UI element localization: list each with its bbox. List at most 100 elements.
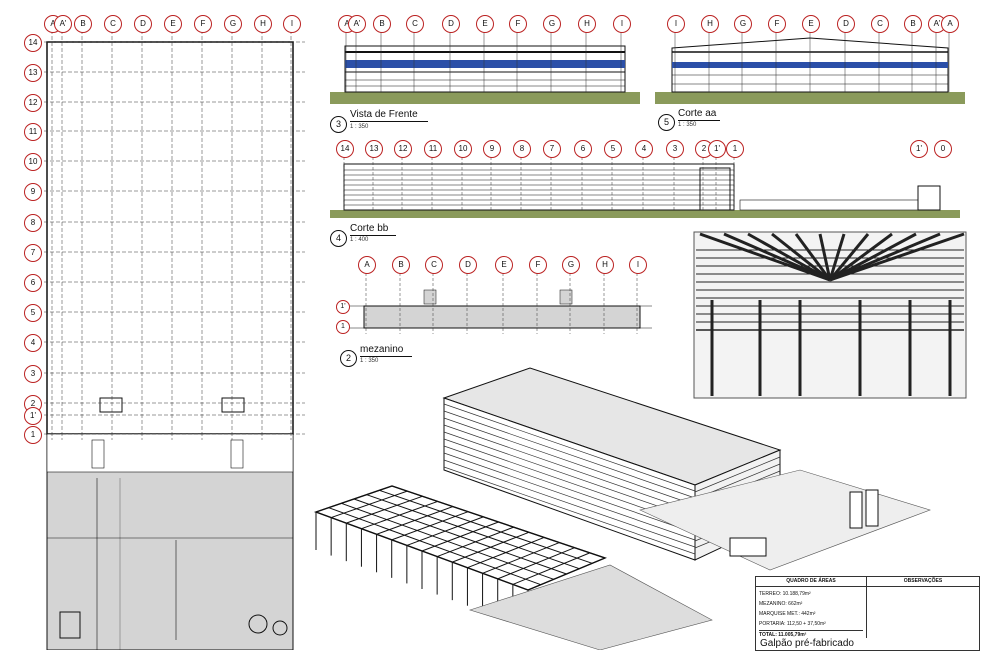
view-scale-bb: 1 : 400 (350, 237, 369, 243)
grid-bubble-letter: F (194, 15, 212, 33)
grid-bubble-number: 14 (336, 140, 354, 158)
grid-bubble-number: 4 (24, 334, 42, 352)
front-elevation (330, 32, 640, 104)
grid-bubble-letter: H (578, 15, 596, 33)
grid-bubble-letter: I (629, 256, 647, 274)
grid-bubble-number: 0 (934, 140, 952, 158)
cladding-line (443, 445, 696, 534)
grid-bubble-number: 3 (666, 140, 684, 158)
view-number-bb: 4 (330, 230, 347, 247)
roof-beam (828, 233, 846, 281)
grid-bubble-number: 9 (24, 183, 42, 201)
roof-beam (747, 232, 831, 282)
cladding-line (443, 452, 696, 541)
grid-bubble-letter: D (442, 15, 460, 33)
area-row-mezanino: MEZANINO: 662m² (759, 601, 803, 607)
interior-render (693, 231, 967, 399)
grid-bubble-number: 1' (910, 140, 928, 158)
grid-bubble-letter: I (283, 15, 301, 33)
grid-bubble-number: 1 (336, 320, 350, 334)
grid-bubble-number: 6 (574, 140, 592, 158)
cladding-line (443, 417, 696, 506)
grid-bubble-letter: A (941, 15, 959, 33)
grid-bubble-letter: A' (54, 15, 72, 33)
mezzanine-plan (350, 268, 652, 334)
grid-bubble-letter: H (701, 15, 719, 33)
section-bb (330, 152, 960, 218)
area-row-portaria: PORTARIA: 112,50 + 37,50m² (759, 621, 826, 627)
view-scale-mezzanine: 1 : 350 (360, 358, 379, 364)
cladding-line (443, 466, 696, 555)
grid-bubble-number: 1' (708, 140, 726, 158)
view-underline-bb (350, 235, 396, 236)
grid-bubble-number: 9 (483, 140, 501, 158)
roof-beam (828, 233, 870, 281)
view-title-front: Vista de Frente (350, 109, 418, 120)
roof-beam (829, 232, 965, 282)
observations-header: OBSERVAÇÕES (867, 577, 979, 587)
grid-bubble-number: 3 (24, 365, 42, 383)
frame-purlin (341, 502, 554, 580)
roof-beam (818, 233, 832, 281)
grid-bubble-number: 13 (24, 64, 42, 82)
cladding-line (694, 456, 781, 493)
grid-bubble-letter: G (734, 15, 752, 33)
roof-beam (771, 232, 831, 282)
view-number-aa: 5 (658, 114, 675, 131)
grid-bubble-number: 7 (543, 140, 561, 158)
grid-bubble-letter: G (562, 256, 580, 274)
grid-bubble-letter: F (509, 15, 527, 33)
areas-table-header: QUADRO DE ÁREAS (756, 577, 867, 587)
grid-bubble-letter: H (596, 256, 614, 274)
grid-bubble-number: 12 (394, 140, 412, 158)
grid-bubble-letter: B (373, 15, 391, 33)
grid-bubble-letter: A (358, 256, 376, 274)
floor-plan (38, 30, 305, 650)
grid-bubble-letter: E (476, 15, 494, 33)
grid-bubble-number: 8 (513, 140, 531, 158)
grid-bubble-letter: I (613, 15, 631, 33)
cladding-line (443, 403, 696, 492)
frame-purlin (366, 494, 580, 570)
grid-bubble-letter: I (667, 15, 685, 33)
view-underline-front (350, 121, 428, 122)
grid-bubble-number: 1 (726, 140, 744, 158)
roof-beam (723, 232, 831, 282)
title-block: Galpão pré-fabricado (755, 638, 980, 651)
grid-bubble-number: 1' (336, 300, 350, 314)
grid-bubble-number: 8 (24, 214, 42, 232)
area-row-terreo: TERREO: 10.188,79m² (759, 591, 811, 597)
section-aa (655, 32, 965, 104)
area-row-marquise: MARQUISE MET.: 442m² (759, 611, 816, 617)
frame-purlin (328, 507, 542, 586)
grid-bubble-letter: G (543, 15, 561, 33)
grid-bubble-number: 5 (24, 304, 42, 322)
table-divider (866, 577, 867, 639)
view-scale-aa: 1 : 350 (678, 122, 697, 128)
grid-bubble-number: 13 (365, 140, 383, 158)
grid-bubble-number: 1 (24, 426, 42, 444)
grid-bubble-letter: D (837, 15, 855, 33)
view-title-aa: Corte aa (678, 108, 717, 119)
grid-bubble-letter: B (392, 256, 410, 274)
grid-bubble-number: 10 (454, 140, 472, 158)
grid-bubble-number: 4 (635, 140, 653, 158)
roof-beam (829, 232, 893, 282)
frame-purlin (379, 489, 593, 564)
grid-bubble-letter: C (871, 15, 889, 33)
grid-bubble-letter: E (495, 256, 513, 274)
grid-bubble-letter: B (904, 15, 922, 33)
view-number-front: 3 (330, 116, 347, 133)
grid-bubble-number: 6 (24, 274, 42, 292)
grid-bubble-letter: D (134, 15, 152, 33)
area-total: TOTAL: 11.005,79m² (759, 630, 863, 638)
grid-bubble-letter: A' (348, 15, 366, 33)
view-underline-aa (678, 120, 720, 121)
frame-purlin (353, 498, 567, 575)
areas-table: QUADRO DE ÁREAS OBSERVAÇÕES TERREO: 10.1… (755, 576, 980, 640)
project-title: Galpão pré-fabricado (760, 638, 854, 649)
roof-beam (794, 233, 832, 281)
grid-bubble-number: 11 (424, 140, 442, 158)
grid-bubble-letter: C (406, 15, 424, 33)
